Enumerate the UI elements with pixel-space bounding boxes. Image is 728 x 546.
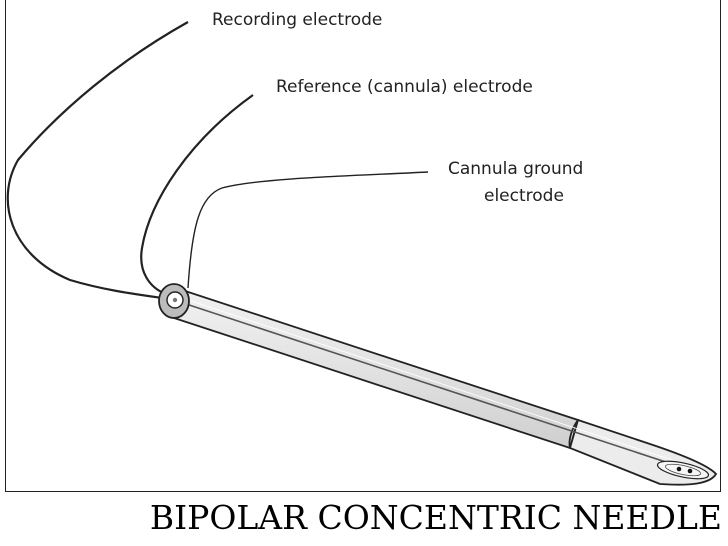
needle-shaft: [166, 286, 580, 450]
ground-electrode-label-line1: Cannula ground: [448, 159, 583, 179]
tip-electrode-dot-1: [676, 466, 682, 472]
ground-electrode-wire: [187, 171, 429, 289]
reference-electrode-label: Reference (cannula) electrode: [276, 77, 533, 97]
inner-core-wire: [179, 301, 691, 471]
inner-core-highlight: [181, 297, 691, 467]
cannula-tip-ring: [568, 419, 579, 449]
figure-frame: [5, 0, 721, 492]
recording-electrode-label: Recording electrode: [212, 10, 382, 30]
recording-electrode-wire: [6, 21, 189, 302]
ground-electrode-label-line2: electrode: [484, 186, 564, 206]
reference-electrode-wire: [140, 94, 254, 296]
tip-electrode-dot-2: [687, 468, 693, 474]
cannula-hub-core: [172, 297, 178, 303]
tip-bevel: [656, 460, 710, 480]
slide-title: BIPOLAR CONCENTRIC NEEDLE: [149, 498, 722, 537]
tip-bevel-inner: [664, 463, 702, 477]
